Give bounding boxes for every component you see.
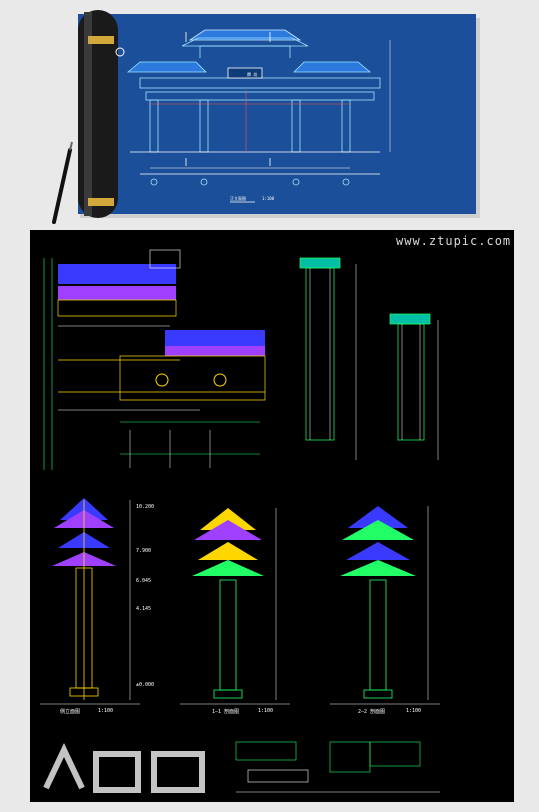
detail-elevation-top-left: [43, 249, 266, 470]
blue-sheet-scale: 1:100: [262, 196, 275, 201]
elev-label-5: ±0.000: [136, 682, 155, 688]
archway-elevation-drawing: [126, 29, 391, 203]
elevation-1: [52, 498, 116, 700]
column-details-top-right: [299, 257, 431, 441]
blue-blueprint-sheet: [52, 10, 480, 224]
elevation-3-title: 2—2 剖面图: [358, 709, 386, 715]
watermark-url: www.ztupic.com: [396, 234, 512, 248]
elev-label-2: 7.900: [136, 548, 152, 554]
watermark-logo-icon: [43, 742, 205, 793]
elevation-3: [340, 506, 416, 699]
blue-sheet-title: 正立面图: [230, 196, 246, 201]
elev-label-3: 6.045: [136, 578, 152, 584]
archway-sign-text: 牌 坊: [247, 72, 258, 77]
elevation-2-scale: 1:100: [258, 708, 274, 714]
elevation-1-title: 侧立面图: [60, 709, 81, 715]
elevation-1-scale: 1:100: [98, 708, 114, 714]
elev-label-4: 4.145: [136, 606, 152, 612]
elev-label-1: 10.200: [136, 504, 155, 510]
elevation-3-scale: 1:100: [406, 708, 422, 714]
watermark-logo: [34, 738, 214, 798]
elevation-2-title: 1—1 剖面图: [212, 709, 240, 715]
bottom-details: [235, 741, 440, 793]
elevation-2: [192, 508, 264, 699]
